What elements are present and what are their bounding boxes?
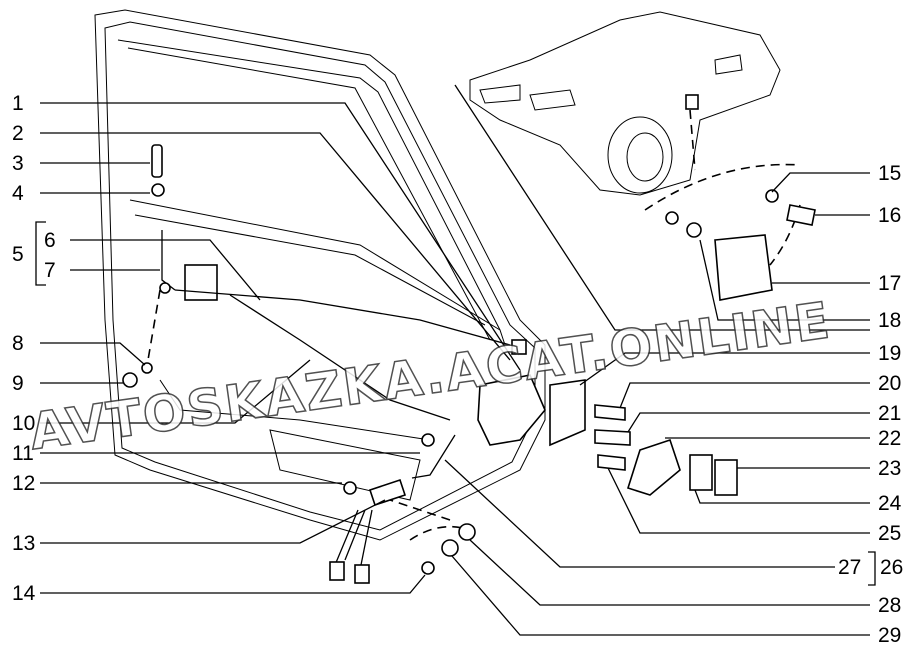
label-17: 17 [878,272,901,295]
label-5: 5 [12,243,24,266]
label-7: 7 [44,259,56,282]
label-29: 29 [878,624,901,647]
label-23: 23 [878,457,901,480]
car-illustration [454,11,870,331]
label-26: 26 [880,556,903,579]
label-20: 20 [878,372,901,395]
label-24: 24 [878,492,902,515]
label-11: 11 [12,442,34,465]
parts [122,144,816,584]
label-27: 27 [838,556,861,579]
door-frame [94,9,546,541]
label-13: 13 [12,532,35,555]
label-15: 15 [878,162,901,185]
label-22: 22 [878,427,901,450]
label-18: 18 [878,309,901,332]
label-19: 19 [878,342,901,365]
label-14: 14 [12,582,36,605]
label-3: 3 [12,152,24,175]
label-10: 10 [12,412,35,435]
label-28: 28 [878,594,901,617]
label-16: 16 [878,204,901,227]
label-8: 8 [12,332,24,355]
label-12: 12 [12,472,35,495]
label-9: 9 [12,372,24,395]
label-4: 4 [12,182,24,205]
assembly-arrows [147,109,801,541]
label-2: 2 [12,122,24,145]
label-25: 25 [878,522,901,545]
leader-lines [35,102,876,636]
label-1: 1 [12,92,24,115]
part-labels: 1 2 3 4 5 6 7 8 9 10 11 12 13 14 15 16 1… [12,92,903,647]
label-21: 21 [878,402,901,425]
label-6: 6 [44,229,56,252]
